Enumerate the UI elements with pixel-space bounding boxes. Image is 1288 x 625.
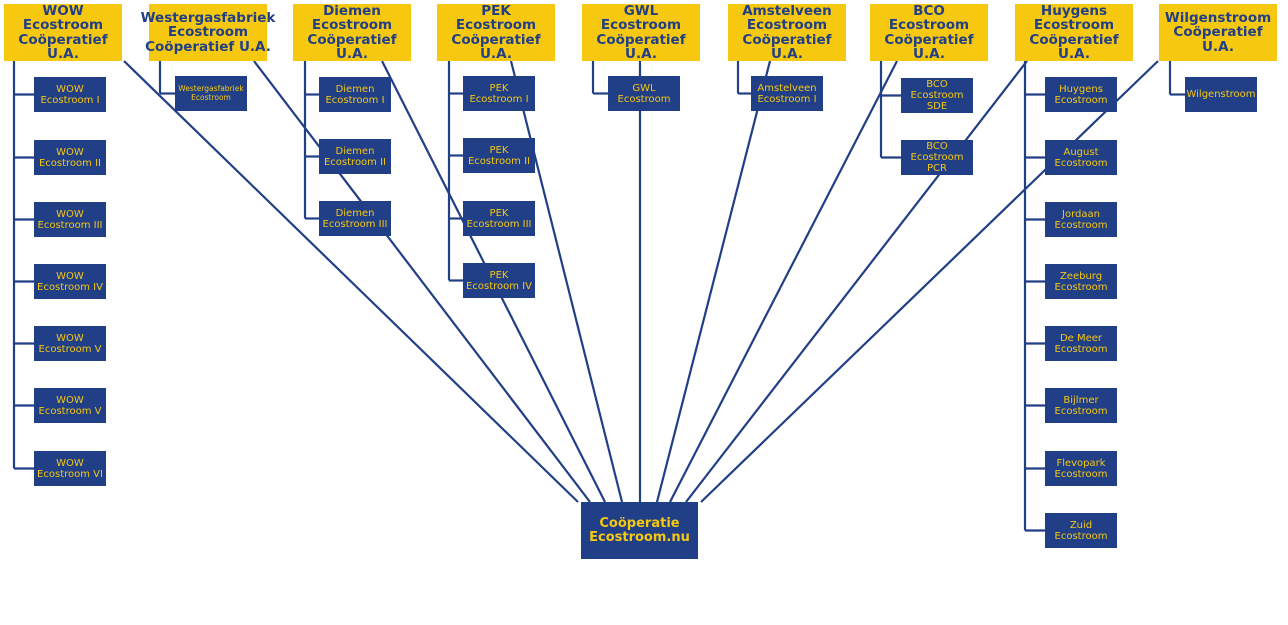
child-label: WOW Ecostroom V bbox=[38, 394, 102, 417]
root-connector-1 bbox=[253, 60, 591, 503]
parent-label: PEK Ecostroom Coöperatief U.A. bbox=[451, 2, 541, 62]
child-label: Flevopark Ecostroom bbox=[1054, 457, 1108, 480]
parent-label: WOW Ecostroom Coöperatief U.A. bbox=[18, 2, 108, 62]
child-label: WOW Ecostroom II bbox=[38, 146, 101, 169]
parent-label: Huygens Ecostroom Coöperatief U.A. bbox=[1029, 2, 1119, 62]
child-label: Zuid Ecostroom bbox=[1054, 519, 1108, 542]
child-node: WOW Ecostroom IV bbox=[34, 264, 106, 299]
child-label: Wilgenstroom bbox=[1186, 89, 1256, 100]
child-node: Bijlmer Ecostroom bbox=[1045, 388, 1117, 423]
child-label: Bijlmer Ecostroom bbox=[1054, 394, 1108, 417]
child-label: August Ecostroom bbox=[1054, 146, 1108, 169]
child-label: BCO Ecostroom SDE bbox=[910, 79, 964, 112]
child-label: Diemen Ecostroom I bbox=[325, 83, 385, 106]
child-label: WOW Ecostroom V bbox=[38, 332, 102, 355]
child-node: WOW Ecostroom II bbox=[34, 140, 106, 175]
child-node: PEK Ecostroom IV bbox=[463, 263, 535, 298]
child-node: Westergasfabriek Ecostroom bbox=[175, 76, 247, 111]
child-label: Diemen Ecostroom III bbox=[322, 207, 388, 230]
child-label: PEK Ecostroom IV bbox=[466, 269, 532, 292]
child-node: PEK Ecostroom I bbox=[463, 76, 535, 111]
child-label: Westergasfabriek Ecostroom bbox=[178, 84, 244, 102]
root-connector-3 bbox=[509, 60, 624, 503]
child-node: Jordaan Ecostroom bbox=[1045, 202, 1117, 237]
root-node: Coöperatie Ecostroom.nu bbox=[581, 502, 698, 559]
child-node: Diemen Ecostroom II bbox=[319, 139, 391, 174]
child-node: Wilgenstroom bbox=[1185, 77, 1257, 112]
child-node: De Meer Ecostroom bbox=[1045, 326, 1117, 361]
child-label: Jordaan Ecostroom bbox=[1054, 208, 1108, 231]
parent-node: Diemen Ecostroom Coöperatief U.A. bbox=[293, 2, 411, 62]
root-connector-7 bbox=[685, 60, 1028, 503]
parent-label: Amstelveen Ecostroom Coöperatief U.A. bbox=[742, 2, 832, 62]
parent-node: GWL Ecostroom Coöperatief U.A. bbox=[582, 2, 700, 62]
child-node: BCO Ecostroom SDE bbox=[901, 78, 973, 113]
root-label: Coöperatie Ecostroom.nu bbox=[589, 515, 690, 545]
parent-label: Wilgenstroom Coöperatief U.A. bbox=[1164, 9, 1272, 55]
parent-node: Westergasfabriek Ecostroom Coöperatief U… bbox=[141, 4, 275, 61]
parent-label: Westergasfabriek Ecostroom Coöperatief U… bbox=[140, 9, 276, 55]
parent-label: BCO Ecostroom Coöperatief U.A. bbox=[884, 2, 974, 62]
child-label: WOW Ecostroom I bbox=[40, 83, 100, 106]
child-node: Diemen Ecostroom I bbox=[319, 77, 391, 112]
root-connector-5 bbox=[655, 60, 772, 503]
child-label: BCO Ecostroom PCR bbox=[910, 141, 964, 174]
child-node: August Ecostroom bbox=[1045, 140, 1117, 175]
child-node: WOW Ecostroom VI bbox=[34, 451, 106, 486]
parent-node: Wilgenstroom Coöperatief U.A. bbox=[1159, 4, 1277, 61]
child-label: PEK Ecostroom I bbox=[469, 82, 529, 105]
parent-node: WOW Ecostroom Coöperatief U.A. bbox=[4, 2, 122, 62]
child-label: Diemen Ecostroom II bbox=[323, 145, 386, 168]
child-label: GWL Ecostroom bbox=[617, 82, 671, 105]
child-label: Huygens Ecostroom bbox=[1054, 83, 1108, 106]
child-label: Zeeburg Ecostroom bbox=[1054, 270, 1108, 293]
child-label: WOW Ecostroom III bbox=[37, 208, 103, 231]
child-label: Amstelveen Ecostroom I bbox=[757, 82, 817, 105]
child-node: Zuid Ecostroom bbox=[1045, 513, 1117, 548]
child-node: Zeeburg Ecostroom bbox=[1045, 264, 1117, 299]
parent-node: PEK Ecostroom Coöperatief U.A. bbox=[437, 2, 555, 62]
child-label: PEK Ecostroom II bbox=[467, 144, 530, 167]
child-node: Diemen Ecostroom III bbox=[319, 201, 391, 236]
child-label: WOW Ecostroom IV bbox=[37, 270, 103, 293]
child-node: Amstelveen Ecostroom I bbox=[751, 76, 823, 111]
child-node: WOW Ecostroom V bbox=[34, 388, 106, 423]
root-connector-0 bbox=[123, 60, 579, 503]
child-node: BCO Ecostroom PCR bbox=[901, 140, 973, 175]
parent-node: BCO Ecostroom Coöperatief U.A. bbox=[870, 2, 988, 62]
parent-node: Huygens Ecostroom Coöperatief U.A. bbox=[1015, 2, 1133, 62]
child-node: GWL Ecostroom bbox=[608, 76, 680, 111]
child-node: WOW Ecostroom III bbox=[34, 202, 106, 237]
child-label: WOW Ecostroom VI bbox=[37, 457, 103, 480]
parent-node: Amstelveen Ecostroom Coöperatief U.A. bbox=[728, 2, 846, 62]
child-node: Huygens Ecostroom bbox=[1045, 77, 1117, 112]
child-node: PEK Ecostroom II bbox=[463, 138, 535, 173]
root-connector-6 bbox=[669, 60, 898, 503]
child-node: WOW Ecostroom I bbox=[34, 77, 106, 112]
child-label: De Meer Ecostroom bbox=[1054, 332, 1108, 355]
child-node: WOW Ecostroom V bbox=[34, 326, 106, 361]
root-connector-8 bbox=[700, 60, 1159, 503]
parent-label: Diemen Ecostroom Coöperatief U.A. bbox=[307, 2, 397, 62]
child-node: PEK Ecostroom III bbox=[463, 201, 535, 236]
child-label: PEK Ecostroom III bbox=[466, 207, 532, 230]
parent-label: GWL Ecostroom Coöperatief U.A. bbox=[596, 2, 686, 62]
child-node: Flevopark Ecostroom bbox=[1045, 451, 1117, 486]
